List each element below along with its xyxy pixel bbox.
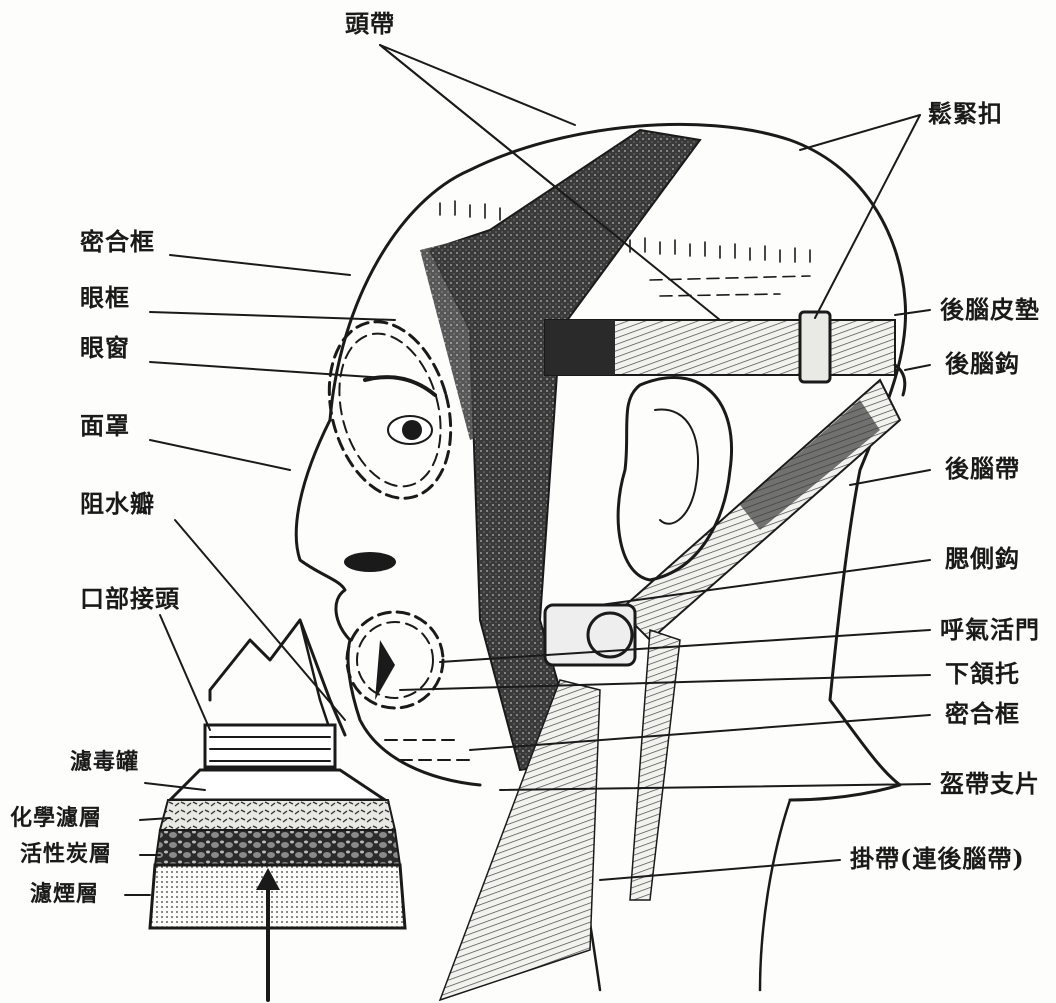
label-tension-buckle: 鬆緊扣 [928, 100, 1003, 128]
label-rear-hook: 後腦鈎 [945, 350, 1020, 378]
label-eye-window: 眼窗 [80, 334, 130, 362]
label-eye-frame: 眼框 [80, 284, 130, 312]
label-seal-frame-top: 密合框 [80, 228, 155, 256]
exhale-valve-shape [545, 605, 635, 665]
label-rear-strap: 後腦帶 [945, 455, 1020, 483]
label-strap-plate: 盔帶支片 [940, 770, 1040, 798]
hanging-strap-shape [630, 630, 680, 900]
label-rear-pad: 後腦皮墊 [940, 296, 1040, 324]
label-exhale-valve: 呼氣活門 [940, 616, 1040, 644]
label-seal-frame-lower: 密合框 [945, 700, 1020, 728]
label-chemical-layer: 化學濾層 [10, 804, 102, 832]
mouth-ring [347, 612, 443, 708]
label-chin-rest: 下頷托 [945, 660, 1020, 688]
tension-buckle-shape [800, 312, 830, 382]
label-water-valve: 阻水瓣 [80, 490, 155, 518]
label-carbon-layer: 活性炭層 [20, 840, 112, 868]
label-hanging-strap: 掛帶(連後腦帶) [850, 845, 1025, 873]
label-side-hook: 腮側鈎 [945, 545, 1020, 573]
canister-shape [150, 725, 405, 928]
label-mouth-connector: 口部接頭 [80, 585, 180, 613]
label-head-strap: 頭帶 [345, 10, 395, 38]
label-smoke-layer: 濾煙層 [30, 880, 99, 908]
label-face-mask: 面罩 [80, 412, 130, 440]
label-canister: 濾毒罐 [70, 748, 139, 776]
